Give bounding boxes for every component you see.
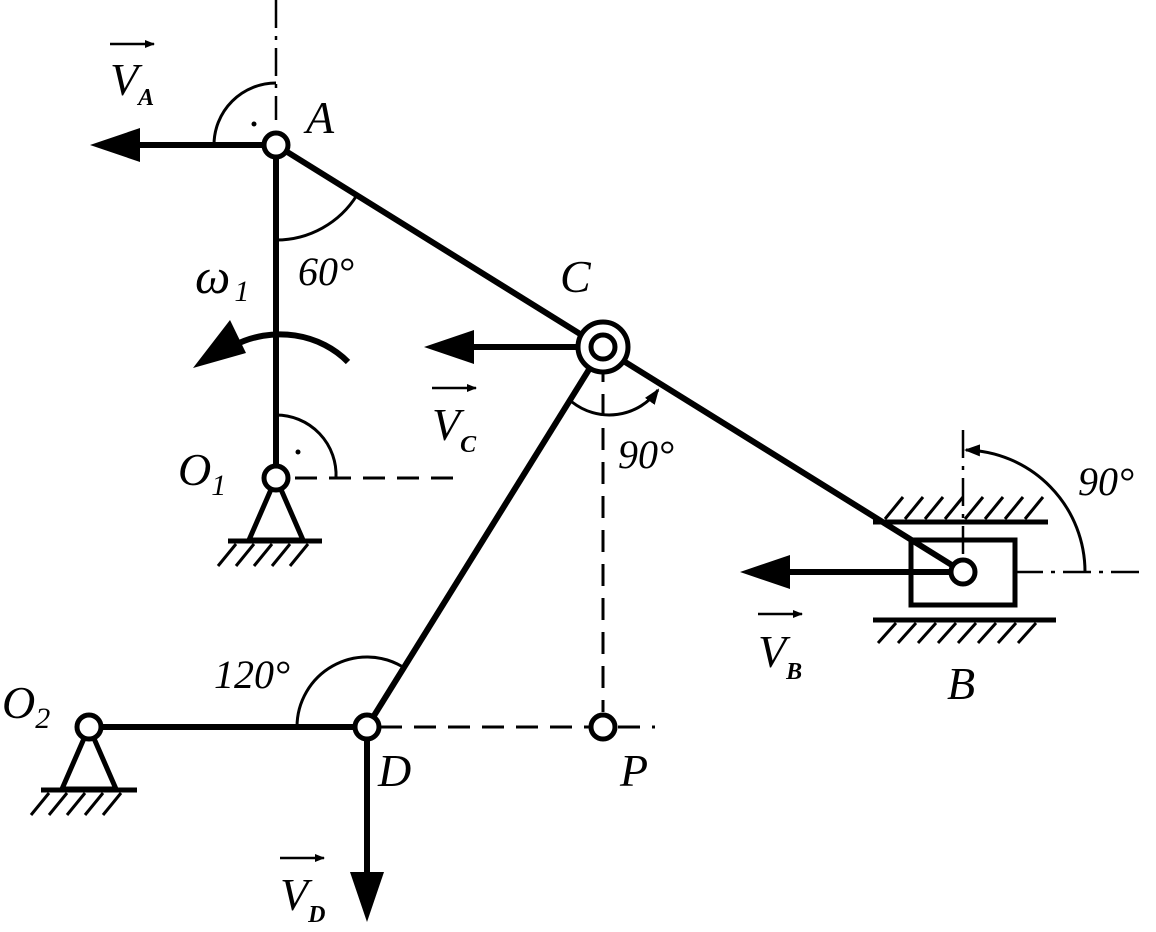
label-o1: O1: [178, 444, 226, 502]
label-angle-120: 120°: [214, 652, 290, 697]
joint-c: [575, 319, 631, 375]
angle-arc-90-b: [964, 444, 1087, 573]
slider-guide-top-hatch: [883, 496, 1045, 520]
label-angle-90-c: 90°: [618, 432, 674, 477]
right-angle-arc-o1: [275, 413, 338, 479]
label-angle-90-b: 90°: [1078, 459, 1134, 504]
ground-support-o1: [216, 475, 322, 567]
label-angle-60: 60°: [298, 249, 354, 294]
velocity-arrow-b: [740, 555, 950, 589]
label-vb: VB: [758, 626, 802, 685]
label-va: VA: [110, 54, 154, 111]
velocity-arrow-d: [350, 740, 384, 922]
slider-guide-bottom-hatch: [876, 621, 1038, 645]
link-c-d: [364, 345, 606, 729]
label-o2: O2: [2, 677, 50, 735]
omega-rotation-arrow: [193, 320, 351, 368]
angle-arc-120: [295, 655, 404, 728]
right-angle-dot-a: [251, 121, 257, 127]
label-a: A: [303, 92, 335, 143]
joint-d: [352, 712, 382, 742]
label-d: D: [377, 745, 411, 796]
label-vd: VD: [280, 869, 325, 927]
label-vc: VC: [432, 399, 477, 458]
point-p: [588, 712, 618, 742]
right-angle-dot-o1: [295, 449, 301, 455]
joint-o1: [261, 463, 291, 493]
angle-arc-90-c: [571, 388, 660, 417]
joint-o2: [74, 712, 104, 742]
joint-b: [948, 557, 978, 587]
label-b: B: [947, 658, 975, 709]
right-angle-arc-a: [212, 81, 277, 146]
angle-arc-60: [275, 194, 359, 242]
label-p: P: [619, 745, 648, 796]
ground-support-o2: [29, 724, 137, 816]
velocity-arrow-c: [424, 330, 590, 364]
label-c: C: [560, 251, 592, 302]
velocity-arrow-a: [90, 128, 262, 162]
joint-a: [261, 130, 291, 160]
